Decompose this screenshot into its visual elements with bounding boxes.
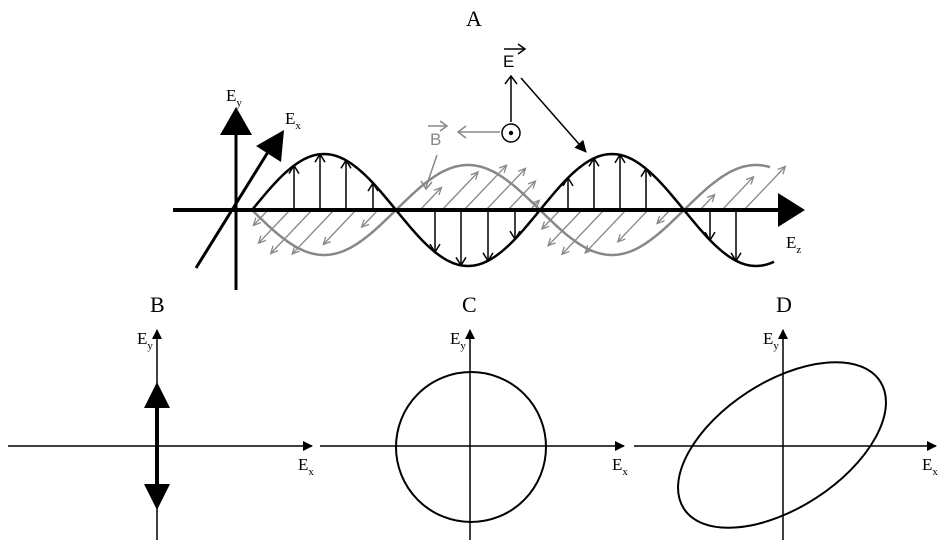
magnetic-field-arrow [743, 166, 786, 211]
ey-axis-arrowhead [220, 107, 252, 135]
magnetic-field-arrow [617, 209, 649, 243]
magnetic-field-arrow [361, 209, 379, 228]
magnetic-field-arrowhead [540, 221, 550, 231]
magnetic-field-arrowhead [560, 246, 570, 256]
magnetic-field-arrowhead [322, 236, 331, 246]
magnetic-field-arrow [291, 209, 335, 255]
magnetic-field-arrow [561, 209, 605, 255]
electric-field-wave [251, 152, 775, 268]
b-pointer-left-arrowhead [456, 125, 467, 139]
magnetic-field-arrowhead [269, 245, 279, 255]
magnetic-field-arrow [322, 209, 357, 245]
magnetic-field-arrowhead [517, 167, 527, 177]
ez-axis-arrowhead [778, 193, 805, 227]
b-vector-over-arrowhead [439, 120, 449, 132]
magnetic-field-arrowhead [656, 215, 665, 225]
magnetic-field-arrowhead [706, 193, 716, 203]
magnetic-field-arrow [547, 209, 583, 247]
panel-b: B Ey Ex [8, 292, 314, 540]
b-pointer-to-wave [425, 154, 438, 188]
magnetic-field-arrow [507, 180, 536, 211]
magnetic-field-arrowhead [616, 234, 626, 243]
panel-c-x-label: Ex [612, 455, 628, 478]
magnetic-field-arrowhead [777, 165, 787, 175]
panel-c-label: C [462, 292, 477, 317]
magnetic-field-arrowhead [498, 164, 508, 174]
magnetic-field-arrow [721, 176, 754, 211]
electric-field-vectors [288, 152, 742, 267]
magnetic-field-arrow [699, 194, 716, 211]
panel-b-x-label: Ex [298, 455, 314, 478]
magnetic-field-arrowhead [252, 217, 262, 227]
panel-a-label: A [466, 6, 482, 31]
magnetic-field-arrow [463, 164, 508, 211]
panel-d-y-label: Ey [763, 329, 779, 352]
b-pointer-to-wave-arrowhead [420, 180, 433, 191]
panel-b-label: B [150, 292, 165, 317]
panel-c-circular-polarization [395, 371, 547, 523]
magnetic-field-arrowhead [470, 170, 480, 180]
panel-b-y-label: Ey [137, 329, 153, 352]
panel-d-elliptical-polarization [677, 361, 887, 529]
ex-axis-label: Ex [285, 109, 301, 132]
panel-c: C Ey Ex [320, 292, 628, 540]
e-pointer-up-arrowhead [504, 74, 518, 85]
panel-c-y-label: Ey [450, 329, 466, 352]
magnetic-field-arrow [656, 209, 671, 224]
magnetic-field-arrowhead [745, 175, 755, 185]
out-of-page-dot [508, 130, 514, 136]
magnetic-field-arrowhead [527, 180, 537, 189]
b-vector-label: B [430, 130, 441, 149]
e-pointer-to-wave [520, 77, 587, 153]
magnetic-field-arrow [270, 209, 313, 254]
magnetic-field-arrow [485, 167, 526, 211]
ez-axis-label: Ez [786, 233, 801, 256]
magnetic-field-arrow [419, 187, 442, 211]
magnetic-field-arrow [584, 209, 627, 254]
ex-axis [194, 151, 270, 269]
magnetic-field-arrowhead [291, 246, 300, 255]
panel-a: A Ez Ey Ex E B [173, 6, 805, 290]
magnetic-field-arrow [441, 171, 479, 211]
magnetic-field-arrowhead [531, 199, 541, 209]
magnetic-field-arrowhead [433, 186, 443, 196]
magnetic-field-arrow [258, 209, 291, 244]
e-vector-over-arrowhead [517, 43, 527, 55]
panel-d-x-label: Ex [922, 455, 938, 478]
out-of-page-symbol [501, 123, 521, 143]
panel-d: D Ey Ex [634, 292, 938, 540]
e-vector-label: E [503, 52, 514, 71]
ex-axis-arrowhead [256, 130, 284, 162]
magnetic-field-arrowhead [360, 219, 370, 229]
magnetic-field-arrowhead [257, 235, 267, 245]
ey-axis-label: Ey [226, 86, 242, 109]
panel-d-label: D [776, 292, 792, 317]
magnetic-field-arrowhead [547, 237, 556, 247]
panel-b-down-arrowhead [144, 484, 170, 510]
panel-b-up-arrowhead [144, 382, 170, 408]
